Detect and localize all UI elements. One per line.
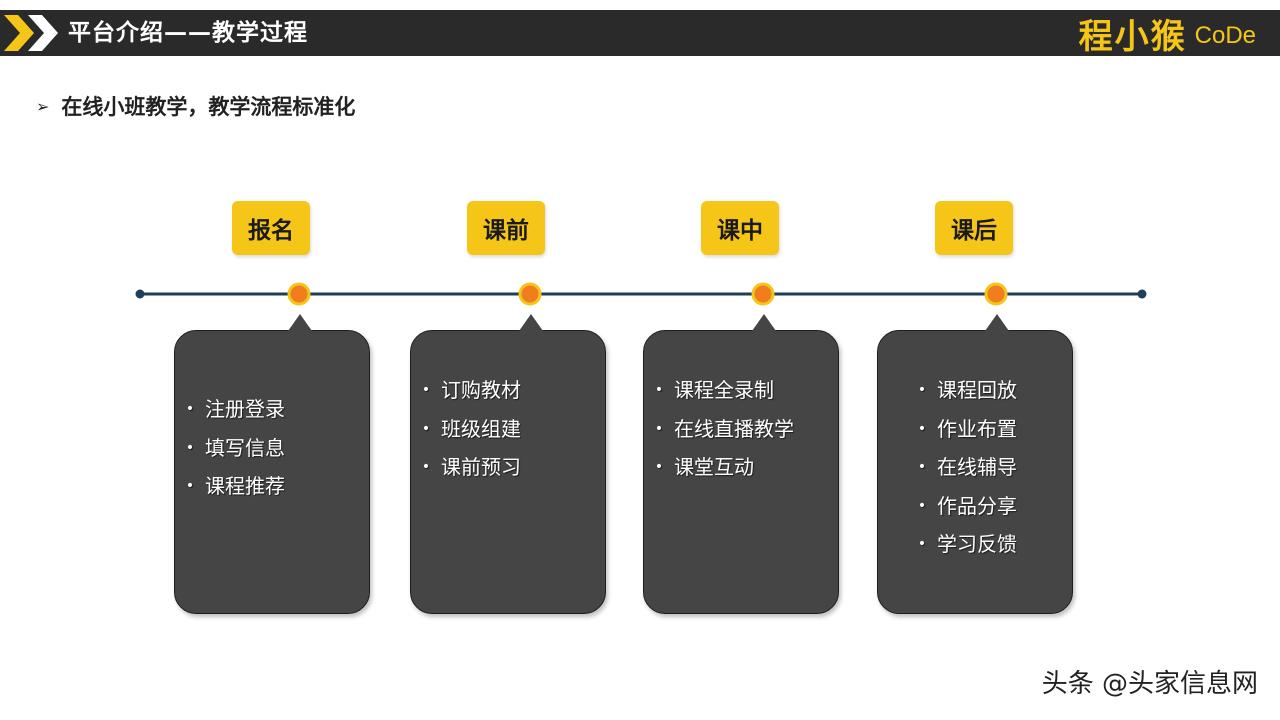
list-item: •学习反馈 <box>907 525 1072 564</box>
list-item: •在线直播教学 <box>644 410 838 449</box>
brand-name-cn: 程小猴 <box>1078 16 1187 57</box>
bullet-icon: • <box>654 382 664 398</box>
list-item: •在线辅导 <box>907 448 1072 487</box>
card-item-list: •订购教材 •班级组建 •课前预习 <box>411 371 605 487</box>
brand-name-en: CoDe <box>1194 22 1256 49</box>
timeline-node <box>984 282 1008 306</box>
stage-label-signup: 报名 <box>232 201 310 255</box>
list-item: •填写信息 <box>175 429 369 468</box>
bullet-icon: • <box>185 478 195 494</box>
list-item: •课前预习 <box>411 448 605 487</box>
card-pointer <box>985 314 1009 331</box>
card-item-list: •课程全录制 •在线直播教学 •课堂互动 <box>644 371 838 487</box>
list-item: •课程回放 <box>907 371 1072 410</box>
header-bar: 平台介绍——教学过程 程小猴 CoDe <box>0 10 1280 57</box>
bullet-icon: • <box>421 459 431 475</box>
bullet-icon: • <box>917 459 927 475</box>
stage-card-after-class: •课程回放 •作业布置 •在线辅导 •作品分享 •学习反馈 <box>877 314 1073 614</box>
stage-card-before-class: •订购教材 •班级组建 •课前预习 <box>410 314 606 614</box>
list-item: •课程全录制 <box>644 371 838 410</box>
stage-card-during-class: •课程全录制 •在线直播教学 •课堂互动 <box>643 314 839 614</box>
stage-label-after-class: 课后 <box>935 201 1013 255</box>
bullet-icon: • <box>421 420 431 437</box>
double-chevron-icon <box>4 15 58 51</box>
bullet-icon: • <box>917 497 927 514</box>
page-title: 平台介绍——教学过程 <box>68 20 308 46</box>
watermark: 头条 @头家信息网 <box>1041 669 1258 699</box>
card-item-list: •注册登录 •填写信息 •课程推荐 <box>175 390 369 506</box>
list-item: •作业布置 <box>907 410 1072 449</box>
card-pointer <box>752 314 776 331</box>
list-item: •订购教材 <box>411 371 605 410</box>
stage-label-during-class: 课中 <box>701 201 779 255</box>
list-item: •课堂互动 <box>644 448 838 487</box>
timeline-node <box>287 282 311 306</box>
bullet-icon: • <box>185 439 195 456</box>
card-pointer <box>519 314 543 331</box>
timeline-endpoint-right <box>1137 289 1147 299</box>
bullet-icon: • <box>185 401 195 417</box>
bullet-icon: • <box>917 382 927 398</box>
card-pointer <box>288 314 312 331</box>
list-item: •班级组建 <box>411 410 605 449</box>
list-item: •注册登录 <box>175 390 369 429</box>
list-item: •课程推荐 <box>175 467 369 506</box>
brand-logo: 程小猴 CoDe <box>1078 10 1256 57</box>
list-item: •作品分享 <box>907 487 1072 526</box>
bullet-icon: • <box>917 420 927 437</box>
subtitle-text: 在线小班教学，教学流程标准化 <box>61 95 356 119</box>
timeline-endpoint-left <box>135 289 145 299</box>
stage-card-signup: •注册登录 •填写信息 •课程推荐 <box>174 314 370 614</box>
arrow-bullet-icon: ➢ <box>36 97 50 116</box>
bullet-icon: • <box>917 536 927 552</box>
bullet-icon: • <box>654 420 664 437</box>
timeline-node <box>751 282 775 306</box>
stage-label-before-class: 课前 <box>467 201 545 255</box>
section-subtitle: ➢ 在线小班教学，教学流程标准化 <box>36 92 355 122</box>
card-item-list: •课程回放 •作业布置 •在线辅导 •作品分享 •学习反馈 <box>878 371 1072 564</box>
timeline-node <box>518 282 542 306</box>
bullet-icon: • <box>421 382 431 398</box>
bullet-icon: • <box>654 459 664 475</box>
